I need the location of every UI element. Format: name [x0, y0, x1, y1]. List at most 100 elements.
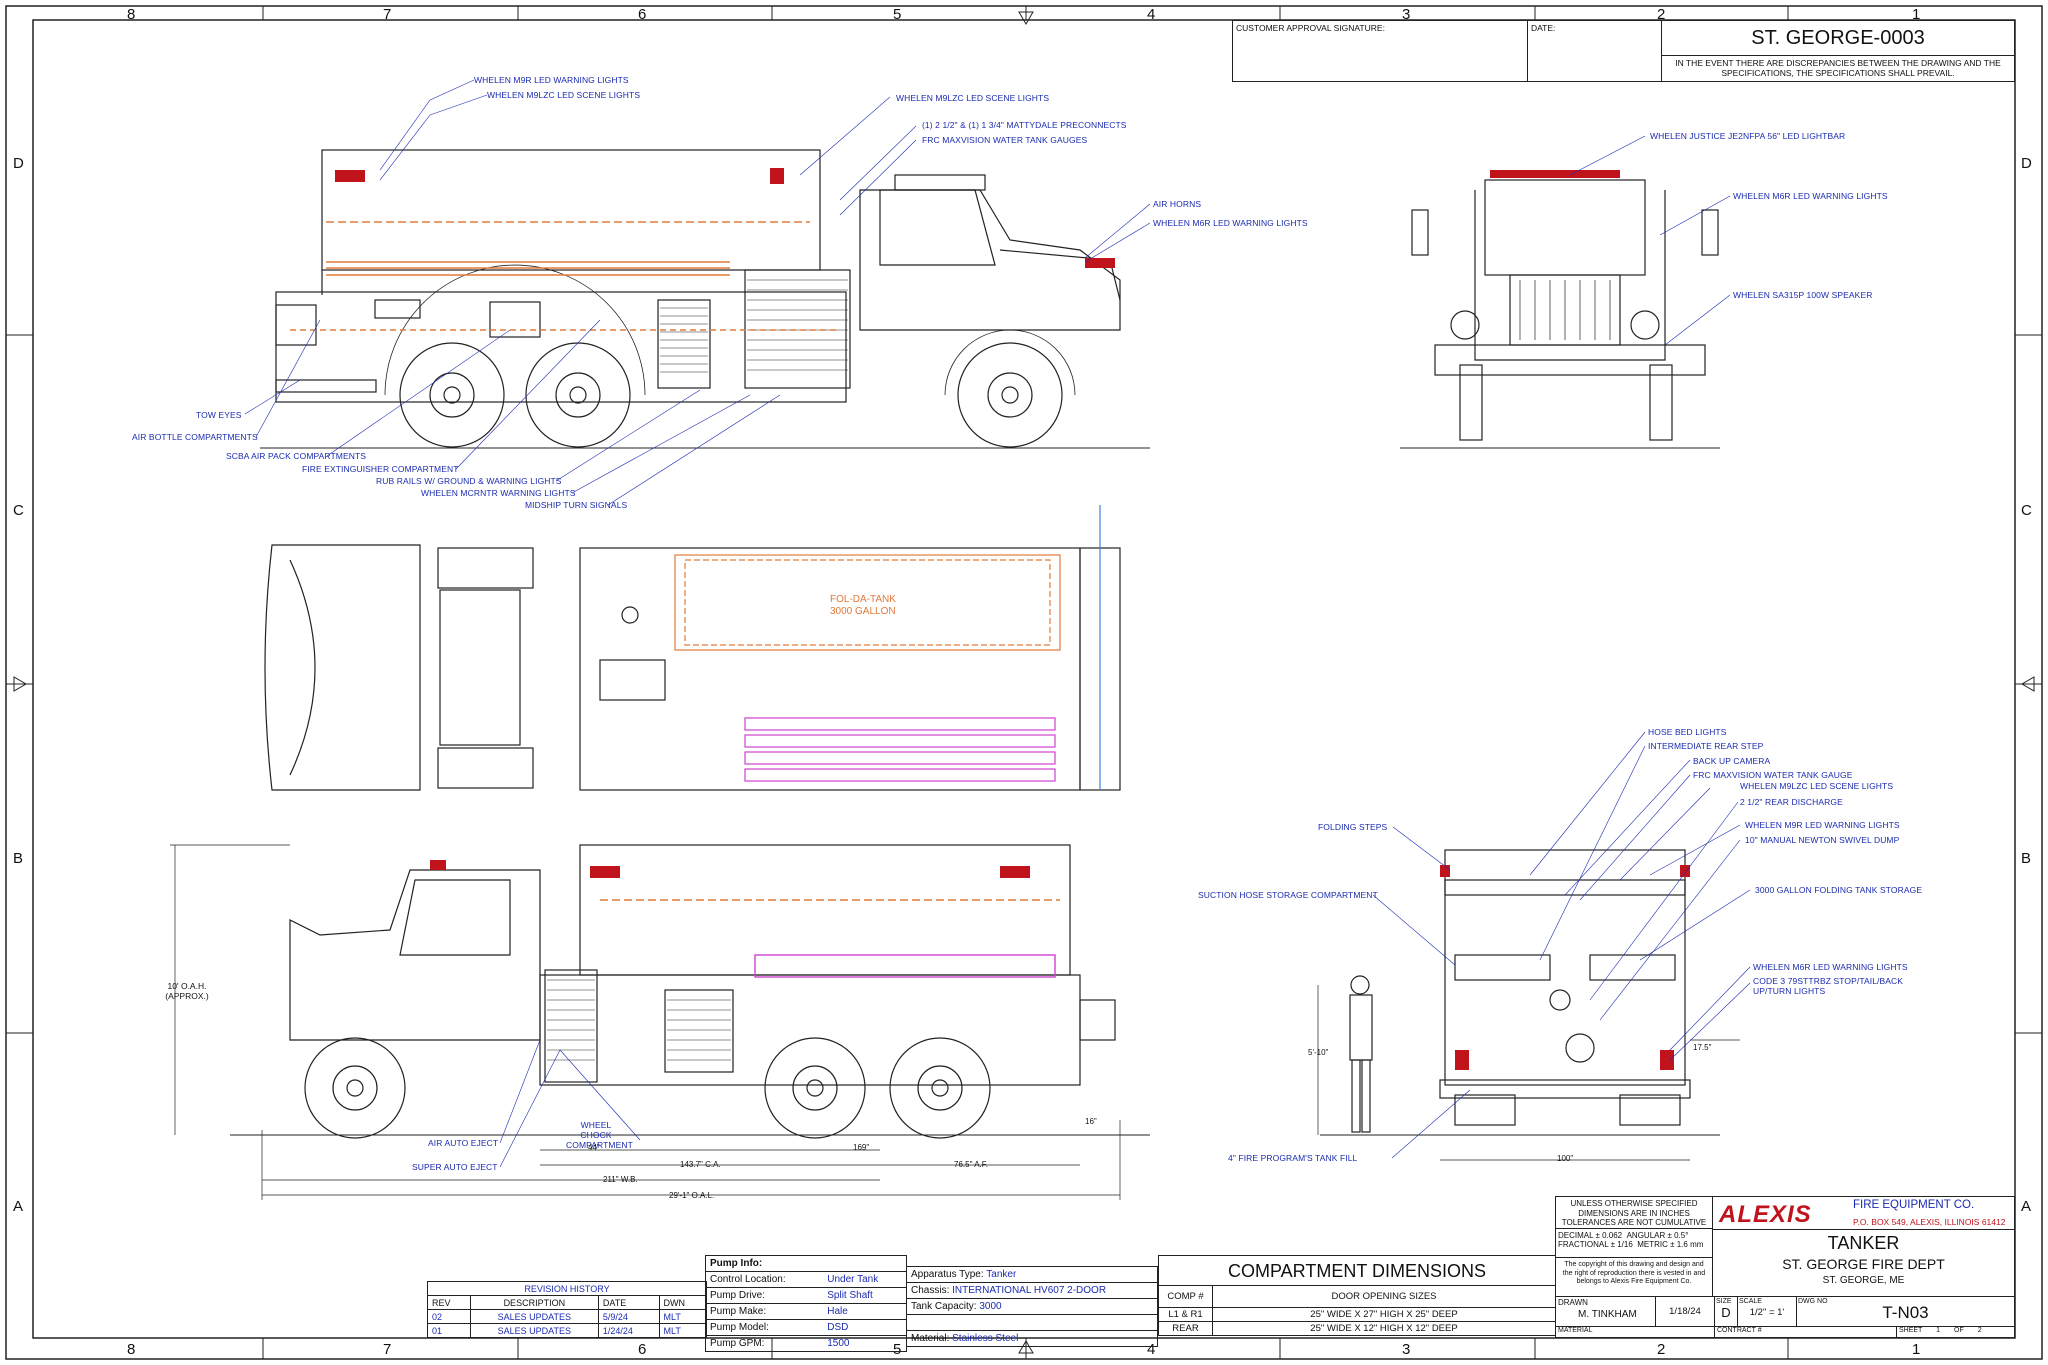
callout-air-bottle: AIR BOTTLE COMPARTMENTS [132, 432, 258, 442]
apparatus-label: Tank Capacity: [911, 1301, 977, 1312]
tolerance-note: UNLESS OTHERWISE SPECIFIED DIMENSIONS AR… [1555, 1196, 1713, 1229]
scale-cell: SCALE 1/2" = 1' [1737, 1296, 1797, 1327]
comp-header: COMP # [1158, 1285, 1213, 1308]
sheet-cell: SHEET 1 OF 2 [1896, 1326, 2015, 1338]
metric-tolerance: METRIC ± 1.6 mm [1637, 1240, 1704, 1249]
pump-value: 1500 [823, 1335, 908, 1352]
callout-midship-turn: MIDSHIP TURN SIGNALS [525, 500, 628, 510]
callout-speaker: WHELEN SA315P 100W SPEAKER [1733, 290, 1873, 300]
date-box: DATE: [1527, 20, 1662, 82]
zone-top-5: 5 [893, 6, 902, 23]
zone-bottom-8: 8 [127, 1341, 136, 1358]
callout-m6r-front: WHELEN M6R LED WARNING LIGHTS [1733, 191, 1888, 201]
zone-bottom-6: 6 [638, 1341, 647, 1358]
project-location: ST. GEORGE, ME [1822, 1275, 1905, 1286]
callout-hose-bed-lights: HOSE BED LIGHTS [1648, 727, 1727, 737]
dwg-label: DWG NO [1798, 1298, 1828, 1305]
callout-tank-fill: 4" FIRE PROGRAM'S TANK FILL [1228, 1153, 1358, 1163]
zone-top-1: 1 [1912, 6, 1921, 23]
callout-m9lzc-rear: WHELEN M9LZC LED SCENE LIGHTS [487, 90, 641, 100]
sheet-label: SHEET [1899, 1327, 1923, 1334]
zone-right-B: B [2021, 850, 2032, 867]
callout-lightbar: WHELEN JUSTICE JE2NFPA 56" LED LIGHTBAR [1650, 131, 1846, 141]
project-type: TANKER [1827, 1233, 1900, 1253]
callout-m6r-rear: WHELEN M6R LED WARNING LIGHTS [1753, 962, 1908, 972]
drawing-id: ST. GEORGE-0003 [1661, 20, 2015, 56]
rev-header: REV [427, 1295, 471, 1310]
zone-bottom-7: 7 [383, 1341, 392, 1358]
table-row-rev: 01 [427, 1323, 471, 1338]
pump-info-title: Pump Info: [705, 1255, 907, 1272]
callout-scba: SCBA AIR PACK COMPARTMENTS [226, 451, 367, 461]
callout-super-auto-eject: SUPER AUTO EJECT [412, 1162, 498, 1172]
desc-header: DESCRIPTION [469, 1295, 599, 1310]
company-name: FIRE EQUIPMENT CO. [1853, 1199, 1975, 1211]
callout-folding-tank: 3000 GALLON FOLDING TANK STORAGE [1755, 885, 1923, 895]
apparatus-row: Chassis: INTERNATIONAL HV607 2-DOOR [906, 1282, 1158, 1299]
callout-m9r-rear: WHELEN M9R LED WARNING LIGHTS [474, 75, 629, 85]
tolerance-values: DECIMAL ± 0.062 ANGULAR ± 0.5° FRACTIONA… [1555, 1228, 1713, 1258]
callout-backup-camera: BACK UP CAMERA [1693, 756, 1771, 766]
zone-bottom-1: 1 [1912, 1341, 1921, 1358]
of-label: OF [1954, 1327, 1964, 1334]
copyright-note: The copyright of this drawing and design… [1555, 1257, 1713, 1297]
scale-label: SCALE [1739, 1298, 1762, 1305]
scale-value: 1/2" = 1' [1749, 1307, 1785, 1318]
callout-air-auto-eject: AIR AUTO EJECT [428, 1138, 499, 1148]
table-row-size: 25" WIDE X 12" HIGH X 12" DEEP [1212, 1321, 1556, 1336]
pump-value: Hale [823, 1303, 908, 1320]
callout-m9lzc-side: WHELEN M9LZC LED SCENE LIGHTS [896, 93, 1050, 103]
zone-left-C: C [13, 502, 24, 519]
apparatus-label: Chassis: [911, 1285, 950, 1296]
apparatus-label: Apparatus Type: [911, 1269, 984, 1280]
callout-tank-gauges: FRC MAXVISION WATER TANK GAUGES [922, 135, 1088, 145]
zone-bottom-2: 2 [1657, 1341, 1666, 1358]
apparatus-row: Tank Capacity: 3000 [906, 1298, 1158, 1315]
callout-extinguisher: FIRE EXTINGUISHER COMPARTMENT [302, 464, 459, 474]
material-label: MATERIAL [1555, 1326, 1715, 1338]
revision-title: REVISION HISTORY [427, 1281, 707, 1296]
dim-oal: 29'-1" O.A.L. [669, 1191, 715, 1200]
zone-top-6: 6 [638, 6, 647, 23]
drawn-by: M. TINKHAM [1578, 1309, 1637, 1320]
table-row-comp: REAR [1158, 1321, 1213, 1336]
callout-folding-steps: FOLDING STEPS [1318, 822, 1388, 832]
zone-top-3: 3 [1402, 6, 1411, 23]
pump-value: Under Tank [823, 1271, 908, 1288]
callout-m6r-side: WHELEN M6R LED WARNING LIGHTS [1153, 218, 1308, 228]
project-block: TANKER ST. GEORGE FIRE DEPT ST. GEORGE, … [1712, 1229, 2015, 1297]
zone-left-D: D [13, 155, 24, 172]
company-block: ALEXIS FIRE EQUIPMENT CO. P.O. BOX 549, … [1712, 1196, 2015, 1230]
company-address: P.O. BOX 549, ALEXIS, ILLINOIS 61412 [1853, 1217, 2006, 1227]
pump-info-table: Pump Info: Control Location:Under Tank P… [705, 1255, 908, 1352]
dim-person: 5'-10" [1308, 1048, 1329, 1057]
callout-air-horns: AIR HORNS [1153, 199, 1202, 209]
project-customer: ST. GEORGE FIRE DEPT [1782, 1256, 1945, 1272]
dim-17-5: 17.5" [1693, 1043, 1712, 1052]
date-header: DATE [597, 1295, 660, 1310]
fractional-tolerance: FRACTIONAL ± 1/16 [1558, 1240, 1633, 1249]
dim-169: 169" [853, 1143, 870, 1152]
size-value: D [1721, 1305, 1731, 1320]
callout-rear-discharge: 2 1/2" REAR DISCHARGE [1740, 797, 1843, 807]
size-label: SIZE [1716, 1298, 1732, 1305]
apparatus-value: Stainless Steel [952, 1333, 1019, 1344]
apparatus-row: Material: Stainless Steel [906, 1330, 1158, 1347]
dim-16: 16" [1085, 1117, 1097, 1126]
contract-label: CONTRACT # [1714, 1326, 1897, 1338]
callout-tank-gauge-rear: FRC MAXVISION WATER TANK GAUGE [1693, 770, 1853, 780]
revision-history-table: REVISION HISTORY REV DESCRIPTION DATE DW… [427, 1281, 708, 1338]
plan-tank-label-1: FOL-DA-TANK [830, 594, 896, 605]
apparatus-row [906, 1314, 1158, 1331]
apparatus-label: Material: [911, 1333, 950, 1344]
compartment-title: COMPARTMENT DIMENSIONS [1158, 1255, 1556, 1286]
zone-left-A: A [13, 1198, 24, 1215]
zone-top-4: 4 [1147, 6, 1156, 23]
table-row-date: 1/24/24 [597, 1323, 660, 1338]
pump-label: Control Location: [705, 1271, 824, 1288]
callout-rub-rails: RUB RAILS W/ GROUND & WARNING LIGHTS [376, 476, 562, 486]
apparatus-table: Apparatus Type: Tanker Chassis: INTERNAT… [906, 1266, 1158, 1347]
angular-tolerance: ANGULAR ± 0.5° [1626, 1231, 1689, 1240]
table-row-rev: 02 [427, 1309, 471, 1324]
